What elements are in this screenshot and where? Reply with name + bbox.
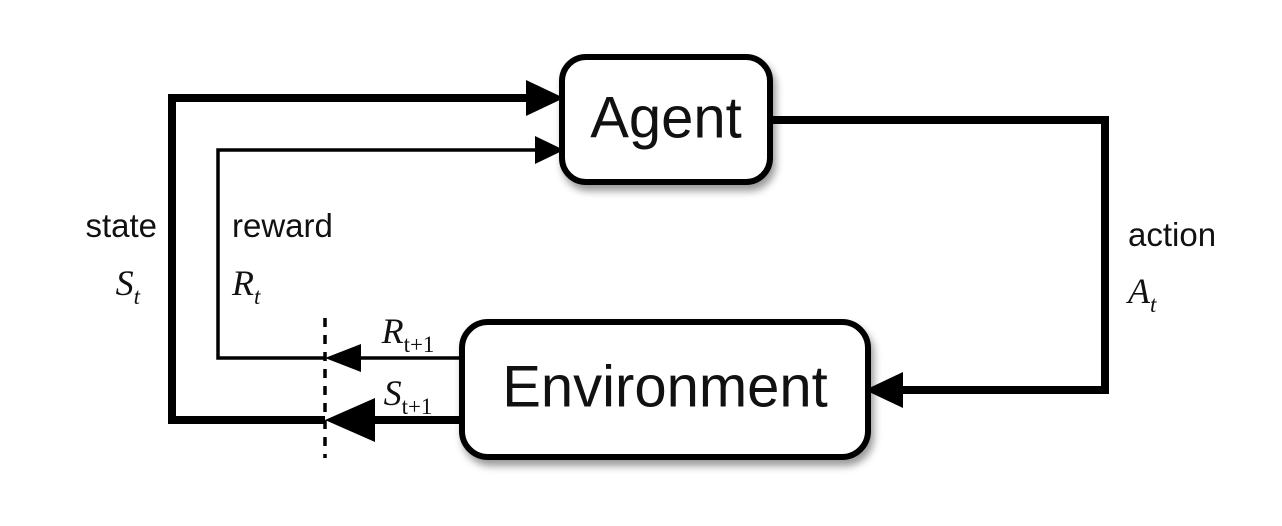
reward-symbol-label: Rt [231,263,261,309]
edge-reward-feedback [216,136,564,360]
edge-state-feedback-line [168,94,527,424]
edge-action-forward [770,116,1109,408]
reward-symbol-glyph: R [231,263,254,303]
edge-reward-next [325,344,462,372]
state-next-symbol-glyph: S [384,373,402,413]
node-environment[interactable]: Environment [459,319,871,460]
label-state: state St [85,207,157,309]
edge-state-next-arrowhead [325,398,375,442]
reward-next-symbol-label: Rt+1 [381,311,435,357]
environment-box[interactable] [459,319,871,460]
state-next-symbol-subscript: t+1 [402,394,433,419]
state-symbol-label: St [116,263,141,309]
state-symbol-glyph: S [116,263,134,303]
reward-next-symbol-glyph: R [381,311,404,351]
action-symbol-subscript: t [1150,292,1157,317]
label-reward-next: Rt+1 [381,311,435,357]
edge-reward-feedback-line [216,148,536,360]
edge-state-feedback [168,80,564,424]
agent-label: Agent [590,85,742,150]
label-action: action At [1126,216,1216,317]
state-symbol-subscript: t [134,284,141,309]
node-agent[interactable]: Agent [559,54,773,185]
action-symbol-label: At [1126,271,1157,317]
agent-box[interactable] [559,54,773,185]
label-reward: reward Rt [231,207,333,309]
reward-word-label: reward [232,207,333,244]
state-word-label: state [85,207,157,244]
environment-label: Environment [502,354,828,419]
action-word-label: action [1128,216,1216,253]
edge-reward-next-arrowhead [325,344,361,372]
edge-action-forward-line [770,116,1109,394]
reward-next-symbol-subscript: t+1 [404,332,435,357]
edge-reward-feedback-arrowhead [535,136,564,164]
edge-state-feedback-arrowhead [526,80,564,116]
state-next-symbol-label: St+1 [384,373,433,419]
edge-state-next [325,398,462,442]
label-state-next: St+1 [384,373,433,419]
edge-action-forward-arrowhead [865,372,903,408]
reward-symbol-subscript: t [254,284,261,309]
action-symbol-glyph: A [1126,271,1151,311]
